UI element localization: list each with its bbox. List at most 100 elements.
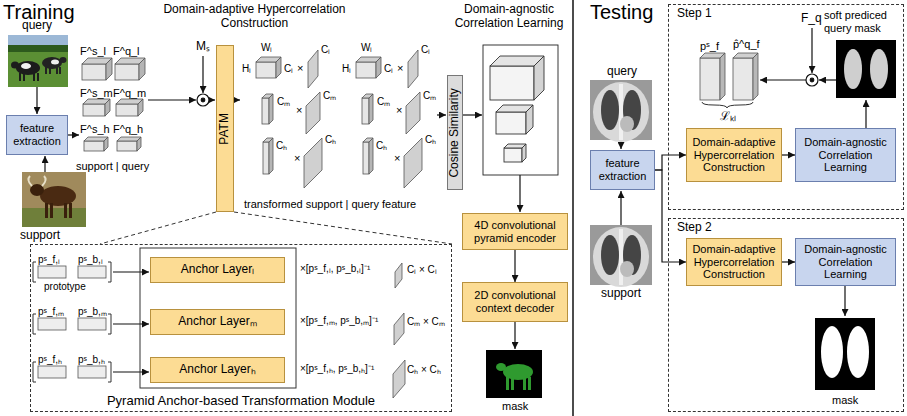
illustration-part xyxy=(733,58,753,100)
mask-image xyxy=(486,350,542,398)
text-label: Cₕ xyxy=(276,140,287,152)
illustration-part xyxy=(526,105,533,134)
text-label: pˢ_b,ₗ xyxy=(78,254,103,266)
soft-mask-image xyxy=(836,40,896,98)
illustration-part xyxy=(483,45,558,175)
illustration-part xyxy=(8,45,68,52)
text-label: Domain-agnostic Correlation Learning xyxy=(448,3,570,31)
illustration-part xyxy=(393,360,405,398)
illustration-part xyxy=(523,377,526,390)
illustration-part xyxy=(139,58,145,80)
node-text: Anchor Layerₕ xyxy=(153,363,282,377)
illustration-part xyxy=(36,87,37,114)
text-label: pˢ_b,ₘ xyxy=(78,306,107,318)
illustration-part xyxy=(105,99,110,116)
illustration-part xyxy=(38,318,66,330)
panel-divider xyxy=(572,0,574,416)
text-label: Wₗ xyxy=(261,42,272,54)
feature-map xyxy=(82,58,145,151)
text-label: Cₕ xyxy=(425,134,436,146)
illustration-part xyxy=(304,138,322,188)
connector-arrow xyxy=(514,250,515,282)
illustration-part xyxy=(519,175,520,212)
illustration-part xyxy=(22,208,86,227)
illustration-part xyxy=(60,57,67,63)
node-text: 2D convolutional context decoder xyxy=(465,289,565,314)
text-label: ×[pˢ_f,ₘ, pˢ_b,ₘ]⁻¹ xyxy=(300,315,390,327)
illustration-part xyxy=(394,313,404,345)
process-box: 4D convolutional pyramid encoder xyxy=(462,213,568,250)
illustration-part xyxy=(16,61,40,75)
text-label: Testing xyxy=(590,1,653,24)
node-text: Step 2 xyxy=(677,221,712,235)
illustration-part xyxy=(28,176,45,186)
anchor-group-frame xyxy=(140,248,296,388)
connector-arrow xyxy=(655,170,686,262)
node-text: Anchor Layerₘ xyxy=(153,315,282,329)
illustration-part xyxy=(593,82,649,142)
text-label: Cₗ xyxy=(421,44,430,56)
illustration-part xyxy=(819,79,836,80)
illustration-part xyxy=(84,141,104,151)
text-label: Cₕ xyxy=(325,134,336,146)
process-box: Domain-agnostic Correlation Learning xyxy=(795,238,896,286)
illustration-part xyxy=(113,323,149,324)
text-label: transformed support | query feature xyxy=(244,198,416,211)
transformed-feature xyxy=(356,50,422,188)
illustration-part xyxy=(811,28,812,73)
illustration-part xyxy=(37,73,39,81)
illustration-part xyxy=(59,67,61,74)
query-photo xyxy=(8,35,68,87)
text-label: support xyxy=(601,287,641,301)
text-label: Domain-adaptive Hypercorrelation Constru… xyxy=(162,3,347,31)
prototype-vector xyxy=(700,53,758,100)
illustration-part xyxy=(8,35,68,45)
illustration-part xyxy=(44,156,45,172)
illustration-part xyxy=(720,53,725,100)
text-label: pˢ_f,ₕ xyxy=(38,354,62,366)
illustration-part xyxy=(522,144,526,162)
illustration-part xyxy=(308,50,318,88)
illustration-part xyxy=(106,58,112,80)
text-label: support xyxy=(20,229,60,243)
text-label: F^s_l xyxy=(80,45,106,58)
illustration-part xyxy=(115,64,139,80)
text-label: Cₕ xyxy=(376,140,387,152)
illustration-part xyxy=(486,350,542,398)
illustration-part xyxy=(11,62,19,69)
illustration-part xyxy=(256,62,276,78)
illustration-part xyxy=(269,94,273,124)
illustration-part xyxy=(50,203,53,218)
node-text: Anchor Layerₗ xyxy=(153,263,282,277)
text-label: F^s_m xyxy=(80,87,113,100)
text-label: query xyxy=(22,19,52,33)
text-label: pˢ_b,ₕ xyxy=(78,354,105,366)
process-box: Domain-agnostic Correlation Learning xyxy=(795,128,896,182)
node-text: 4D convolutional pyramid encoder xyxy=(465,219,565,244)
illustration-part xyxy=(49,67,51,74)
text-label: prototype xyxy=(44,281,86,293)
brace xyxy=(702,102,753,108)
illustration-part xyxy=(865,100,866,128)
illustration-part xyxy=(201,98,205,102)
illustration-part xyxy=(395,263,402,288)
text-label: support | query xyxy=(76,160,149,173)
process-box: Domain-adaptive Hypercorrelation Constru… xyxy=(686,238,782,286)
text-label: × xyxy=(394,152,400,165)
projection-line xyxy=(100,212,452,244)
process-box: PATM xyxy=(216,45,234,212)
illustration-part xyxy=(463,114,482,115)
illustration-part xyxy=(263,142,269,174)
text-label: Cₗ xyxy=(321,44,330,56)
illustration-part xyxy=(870,49,888,89)
node-text: PATM xyxy=(218,113,232,145)
process-box: Cosine Similarity xyxy=(447,75,463,190)
illustration-part xyxy=(306,92,320,134)
illustration-part xyxy=(847,326,869,378)
correlation-4d xyxy=(483,45,558,175)
text-label: F^q_m xyxy=(113,87,146,100)
node-text: Domain-agnostic Correlation Learning xyxy=(798,243,893,281)
process-box: Anchor Layerₕ xyxy=(150,357,285,383)
text-label: mask xyxy=(832,394,858,407)
illustration-part xyxy=(806,74,818,86)
